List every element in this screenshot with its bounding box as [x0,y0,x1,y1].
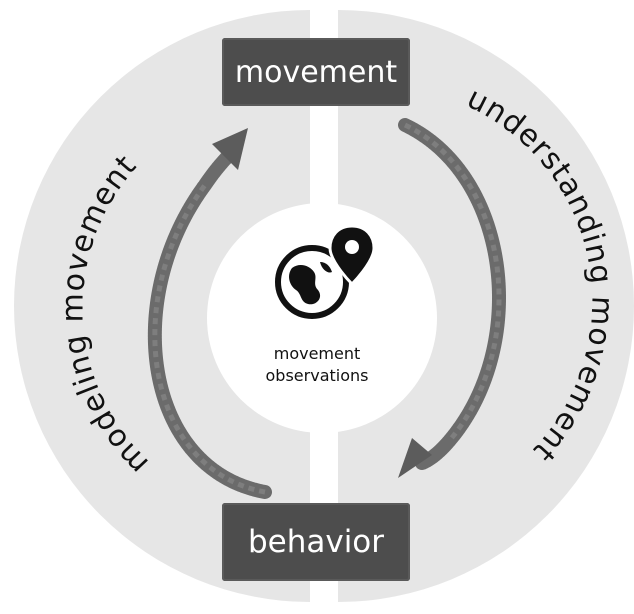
right-cycle-arrow [398,118,506,478]
left-arrow-head [212,128,248,170]
movement-node: movement [222,38,410,106]
right-arrow-head [398,438,432,478]
globe-location-pin-icon [275,224,376,319]
center-label-line1: movement [273,344,361,363]
movement-node-label: movement [234,54,398,90]
behavior-node-label: behavior [247,524,385,560]
center-label: movement observations [250,343,384,387]
center-label-line2: observations [265,366,369,385]
left-cycle-arrow [147,128,272,499]
center-circle [207,203,437,433]
behavior-node: behavior [222,503,410,581]
